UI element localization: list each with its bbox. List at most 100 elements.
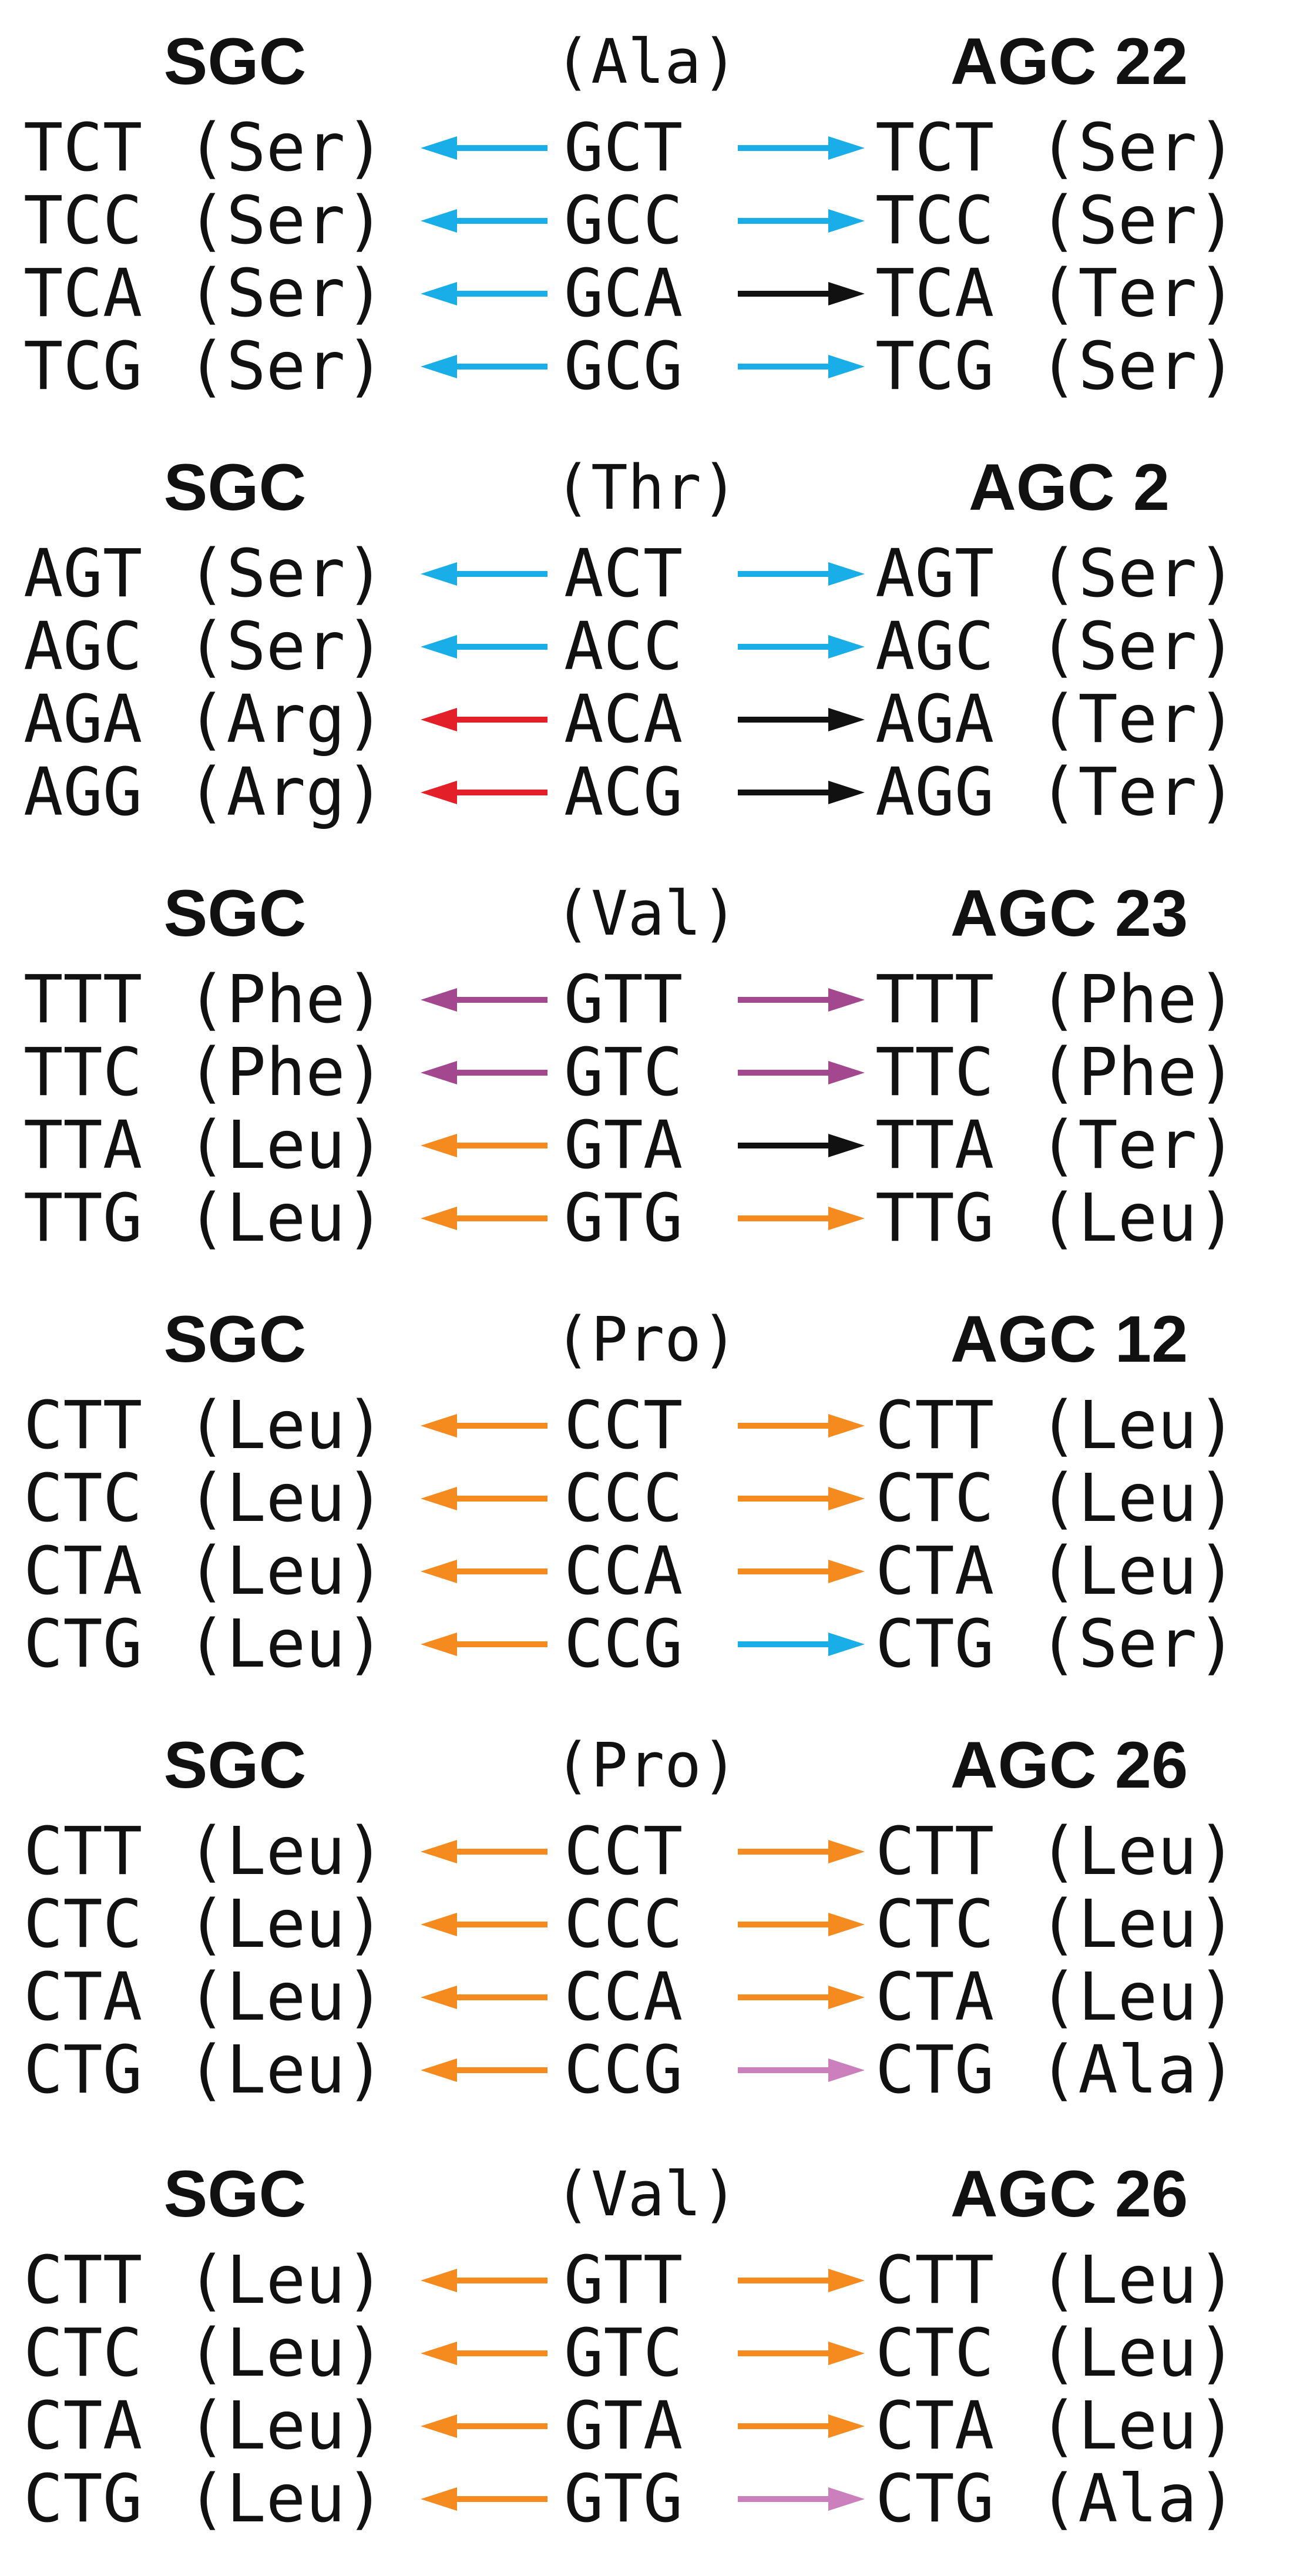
- right-arrow-icon: [738, 2058, 865, 2082]
- source-codon: CCT: [564, 1388, 683, 1464]
- sgc-codon: TTC: [23, 1035, 143, 1111]
- sgc-header: SGC: [163, 451, 307, 524]
- agc-codon: CTA: [875, 2388, 995, 2464]
- sgc-amino-acid: (Ser): [187, 328, 385, 405]
- agc-amino-acid: (Ser): [1039, 536, 1237, 612]
- source-codon: CCT: [564, 1813, 683, 1890]
- right-arrow-icon: [738, 2487, 865, 2511]
- left-arrow-icon: [421, 635, 547, 659]
- agc-amino-acid: (Phe): [1039, 962, 1237, 1038]
- right-arrow-icon: [738, 562, 865, 586]
- agc-amino-acid: (Leu): [1039, 1533, 1237, 1610]
- agc-amino-acid: (Leu): [1039, 2315, 1237, 2392]
- agc-amino-acid: (Leu): [1039, 1460, 1237, 1537]
- left-arrow-icon: [421, 1487, 547, 1510]
- agc-codon: CTT: [875, 2242, 995, 2319]
- amino-acid-header: (Val): [554, 2158, 738, 2230]
- agc-amino-acid: (Leu): [1039, 1180, 1237, 1257]
- right-arrow-icon: [738, 2269, 865, 2292]
- agc-codon: CTC: [875, 1886, 995, 1963]
- left-arrow-icon: [421, 355, 547, 378]
- agc-codon: TCA: [875, 256, 995, 332]
- agc-header: AGC 26: [950, 2157, 1188, 2231]
- left-arrow-icon: [421, 1134, 547, 1157]
- right-arrow-icon: [738, 136, 865, 160]
- sgc-amino-acid: (Phe): [187, 962, 385, 1038]
- right-arrow-icon: [738, 1913, 865, 1936]
- sgc-codon: AGT: [23, 536, 143, 612]
- amino-acid-header: (Pro): [554, 1729, 738, 1801]
- agc-codon: CTG: [875, 2461, 995, 2537]
- sgc-codon: CTC: [23, 2315, 143, 2392]
- right-arrow-icon: [738, 1207, 865, 1230]
- left-arrow-icon: [421, 2058, 547, 2082]
- left-arrow-icon: [421, 781, 547, 804]
- agc-codon: TTG: [875, 1180, 995, 1257]
- agc-codon: AGA: [875, 681, 995, 758]
- sgc-codon: CTA: [23, 1533, 143, 1610]
- sgc-codon: CTC: [23, 1460, 143, 1537]
- source-codon: CCG: [564, 2032, 683, 2108]
- agc-codon: CTA: [875, 1959, 995, 2036]
- agc-amino-acid: (Ala): [1039, 2461, 1237, 2537]
- source-codon: GCA: [564, 256, 683, 332]
- sgc-codon: CTG: [23, 2032, 143, 2108]
- source-codon: GTG: [564, 2461, 683, 2537]
- agc-amino-acid: (Leu): [1039, 1959, 1237, 2036]
- agc-codon: AGC: [875, 609, 995, 685]
- left-arrow-icon: [421, 2342, 547, 2365]
- sgc-codon: CTG: [23, 2461, 143, 2537]
- sgc-amino-acid: (Leu): [187, 1959, 385, 2036]
- source-codon: GTG: [564, 1180, 683, 1257]
- agc-amino-acid: (Leu): [1039, 2242, 1237, 2319]
- source-codon: GTT: [564, 2242, 683, 2319]
- source-codon: GTA: [564, 1107, 683, 1184]
- sgc-amino-acid: (Leu): [187, 1886, 385, 1963]
- left-arrow-icon: [421, 209, 547, 233]
- left-arrow-icon: [421, 708, 547, 731]
- sgc-header: SGC: [163, 876, 307, 950]
- sgc-amino-acid: (Leu): [187, 1460, 385, 1537]
- agc-amino-acid: (Ser): [1039, 183, 1237, 259]
- source-codon: GTA: [564, 2388, 683, 2464]
- source-codon: CCG: [564, 1606, 683, 1682]
- right-arrow-icon: [738, 708, 865, 731]
- source-codon: GTT: [564, 962, 683, 1038]
- agc-header: AGC 23: [950, 876, 1188, 950]
- agc-amino-acid: (Ter): [1039, 1107, 1237, 1184]
- agc-amino-acid: (Leu): [1039, 1388, 1237, 1464]
- agc-amino-acid: (Ter): [1039, 681, 1237, 758]
- sgc-codon: AGG: [23, 754, 143, 831]
- agc-amino-acid: (Ser): [1039, 328, 1237, 405]
- right-arrow-icon: [738, 988, 865, 1012]
- agc-codon: CTG: [875, 1606, 995, 1682]
- source-codon: CCC: [564, 1460, 683, 1537]
- sgc-amino-acid: (Leu): [187, 1813, 385, 1890]
- right-arrow-icon: [738, 1633, 865, 1656]
- agc-amino-acid: (Ter): [1039, 256, 1237, 332]
- agc-codon: TTC: [875, 1035, 995, 1111]
- left-arrow-icon: [421, 2487, 547, 2511]
- sgc-header: SGC: [163, 25, 307, 98]
- left-arrow-icon: [421, 1207, 547, 1230]
- sgc-amino-acid: (Ser): [187, 536, 385, 612]
- source-codon: GTC: [564, 1035, 683, 1111]
- right-arrow-icon: [738, 2414, 865, 2438]
- agc-codon: TCG: [875, 328, 995, 405]
